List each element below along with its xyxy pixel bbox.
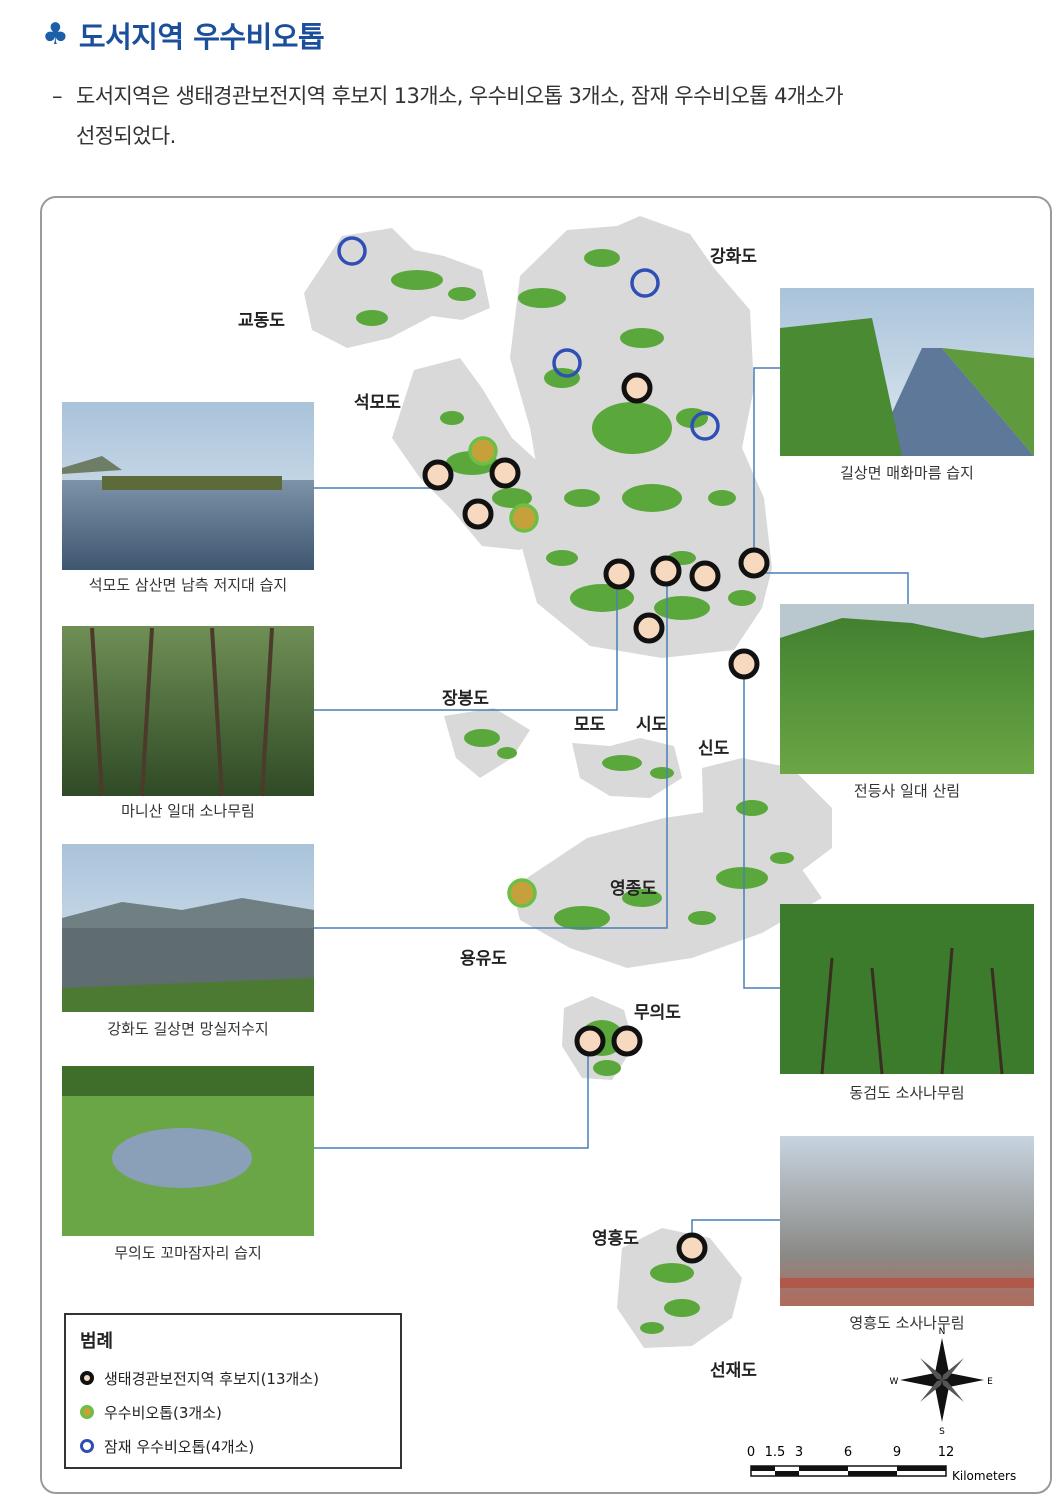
caption-muuido-wetland: 무의도 꼬마잠자리 습지	[114, 1244, 262, 1262]
marker-candidate-site	[422, 459, 454, 491]
photo-yeongheungdo-pine	[780, 1136, 1034, 1306]
marker-potential-biotope	[552, 348, 582, 378]
photo-manisan-pine	[62, 626, 314, 797]
caption-yeongheungdo-pine: 영흥도 소사나무림	[849, 1314, 964, 1332]
section-title: 도서지역 우수비오톱	[78, 20, 325, 54]
marker-candidate-site	[462, 498, 494, 530]
excellent-marker-icon	[80, 1405, 94, 1419]
description-line2: 선정되었다.	[76, 124, 176, 148]
scale-tick-2: 3	[795, 1445, 803, 1460]
scale-tick-1: 1.5	[765, 1445, 786, 1460]
caption-jeondeungsa-forest: 전등사 일대 산림	[854, 782, 960, 800]
scale-tick-4: 9	[893, 1445, 901, 1460]
marker-potential-biotope	[630, 268, 660, 298]
photo-muuido-wetland	[62, 1066, 314, 1236]
marker-excellent-biotope	[468, 436, 498, 466]
caption-maehwa-wetland: 길상면 매화마름 습지	[840, 464, 974, 482]
label-yeongheungdo: 영흥도	[592, 1228, 639, 1249]
potential-biotope-markers	[337, 236, 720, 441]
legend-item-candidate: 생태경관보전지역 후보지(13개소)	[80, 1361, 386, 1395]
excellent-biotope-markers	[468, 436, 539, 908]
marker-candidate-site	[489, 457, 521, 489]
label-seokmodo: 석모도	[354, 393, 401, 413]
marker-potential-biotope	[690, 411, 720, 441]
compass-e: E	[987, 1377, 993, 1387]
marker-candidate-site	[689, 560, 721, 592]
legend-item-potential: 잠재 우수비오톱(4개소)	[80, 1429, 386, 1463]
photo-donggeomdo-pine	[780, 904, 1034, 1075]
label-yeongjongdo: 영종도	[610, 879, 657, 899]
scale-tick-3: 6	[844, 1445, 852, 1460]
label-muuido: 무의도	[634, 1003, 681, 1023]
vegetation-patches	[356, 249, 794, 1334]
scale-tick-0: 0	[747, 1445, 755, 1460]
photo-maehwa-wetland	[780, 288, 1034, 456]
description-line1: 도서지역은 생태경관보전지역 후보지 13개소, 우수비오톱 3개소, 잠재 우…	[76, 84, 844, 108]
leader-lines	[314, 367, 909, 1246]
scale-unit: Kilometers	[952, 1469, 1016, 1483]
caption-mangsil-reservoir: 강화도 길상면 망실저수지	[107, 1020, 268, 1038]
label-sido: 시도	[636, 715, 668, 735]
marker-candidate-site	[650, 555, 682, 587]
legend-label-candidate: 생태경관보전지역 후보지(13개소)	[104, 1369, 319, 1388]
photo-mangsil-reservoir	[62, 844, 314, 1012]
photo-jeondeungsa-forest	[780, 604, 1034, 774]
legend-label-excellent: 우수비오톱(3개소)	[104, 1403, 222, 1422]
legend-label-potential: 잠재 우수비오톱(4개소)	[104, 1437, 255, 1456]
marker-potential-biotope	[337, 236, 367, 266]
label-yongyudo: 용유도	[460, 949, 507, 969]
scale-tick-5: 12	[938, 1445, 955, 1460]
marker-candidate-site	[738, 547, 770, 579]
compass-s: S	[939, 1427, 945, 1437]
island-map: 석모도 삼산면 남측 저지대 습지 마니산 일대 소나무림 강화도 길상면 망실…	[62, 216, 1034, 1483]
legend-title: 범례	[80, 1331, 114, 1352]
compass-rose: N S E W	[890, 1327, 994, 1437]
legend: 범례 생태경관보전지역 후보지(13개소) 우수비오톱(3개소) 잠재 우수비오…	[64, 1313, 402, 1469]
marker-candidate-site	[611, 1025, 643, 1057]
description: –도서지역은 생태경관보전지역 후보지 13개소, 우수비오톱 3개소, 잠재 …	[52, 76, 1057, 156]
candidate-site-markers	[422, 372, 770, 1264]
label-sindo: 신도	[698, 739, 730, 759]
club-icon: ♣	[42, 17, 69, 52]
label-jangbongdo: 장봉도	[442, 689, 489, 709]
yeongheungdo-land	[617, 1228, 742, 1348]
potential-marker-icon	[80, 1439, 94, 1453]
legend-item-excellent: 우수비오톱(3개소)	[80, 1395, 386, 1429]
marker-candidate-site	[676, 1232, 708, 1264]
section-heading: ♣ 도서지역 우수비오톱	[42, 14, 325, 56]
marker-candidate-site	[603, 558, 635, 590]
marker-candidate-site	[633, 612, 665, 644]
scale-bar: 0 1.5 3 6 9 12 Kilometers	[747, 1445, 1016, 1483]
caption-manisan-pine: 마니산 일대 소나무림	[121, 802, 255, 820]
caption-donggeomdo-pine: 동검도 소사나무림	[849, 1084, 964, 1102]
marker-excellent-biotope	[509, 503, 539, 533]
compass-w: W	[890, 1377, 899, 1387]
label-seonjaedo: 선재도	[710, 1361, 757, 1381]
marker-candidate-site	[621, 372, 653, 404]
label-gyodongdo: 교동도	[238, 311, 285, 331]
caption-seokmodo-wetland: 석모도 삼산면 남측 저지대 습지	[89, 576, 287, 594]
marker-candidate-site	[574, 1025, 606, 1057]
compass-n: N	[939, 1327, 946, 1337]
photo-seokmodo-wetland	[62, 402, 314, 570]
candidate-marker-icon	[80, 1371, 94, 1385]
gyodongdo-land	[304, 228, 490, 348]
label-modo: 모도	[574, 715, 606, 735]
map-frame: 석모도 삼산면 남측 저지대 습지 마니산 일대 소나무림 강화도 길상면 망실…	[40, 196, 1052, 1494]
marker-excellent-biotope	[507, 878, 537, 908]
marker-candidate-site	[728, 648, 760, 680]
label-ganghwado: 강화도	[710, 247, 757, 267]
